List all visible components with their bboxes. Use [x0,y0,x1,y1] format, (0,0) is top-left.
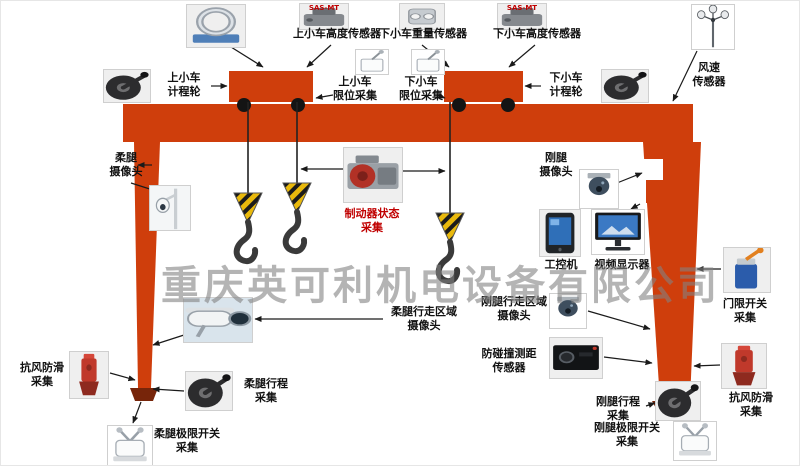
label-rigid-leg-limit-switch: 刚腿极限开关 采集 [594,421,660,449]
flexible-leg-camera-image [149,185,191,231]
limit-switch-icon [111,426,149,463]
weight-loadcell-image [399,3,445,30]
label-lower-trolley-limit: 下小车 限位采集 [399,75,443,103]
wheel-icon [602,70,648,102]
hook-block [283,183,311,251]
lower-trolley [444,71,523,102]
industrial-pc-image [539,209,581,257]
label-lower-trolley-height-sensor: 下小车高度传感器 [493,27,581,40]
travel-wheel-image-rigid [655,381,701,421]
label-industrial-pc: 工控机 [544,258,578,271]
door-limit-icon [733,248,766,291]
label-wind-antislip-left: 抗风防滑 采集 [20,361,64,389]
label-door-limit: 门限开关 采集 [723,297,767,325]
brake-icon [347,155,399,190]
rail-clamp-image-left [69,351,109,399]
connector-arrows [109,44,721,424]
ring-sensor-icon [187,5,245,47]
door-limit-switch-image [723,247,771,293]
limit-switch-image-flexible-leg [107,425,153,465]
dome-camera-icon [587,173,611,196]
dome-camera-icon [557,296,579,317]
loadcell-icon [408,8,436,25]
cabin-detail [646,180,663,203]
industrial-pc-icon [545,212,575,254]
rigid-leg [643,142,701,401]
trolley-wheel [501,98,515,112]
rigid-leg-camera-image [579,169,619,209]
brake-image [343,147,403,203]
wheel-icon [186,372,232,410]
limit-switch-image-upper [355,49,389,75]
limit-switch-image-rigid-leg [673,421,717,461]
rail-clamp-icon [732,345,756,386]
label-flexible-leg-limit-switch: 柔腿极限开关 采集 [154,427,220,455]
flexible-leg-foot [130,388,158,401]
flexible-leg-area-camera-image [183,297,253,343]
video-display-image [591,209,645,255]
bullet-camera-icon [184,298,252,342]
label-rigid-leg-area-camera: 刚腿行走区域 摄像头 [481,295,547,323]
trolley-wheel [291,98,305,112]
travel-wheel-image-flexible [185,371,233,411]
label-rigid-leg-travel: 刚腿行程 采集 [596,395,640,423]
rigid-leg-area-camera-image [549,293,587,329]
encoder-model-text: SAS-MT [308,4,340,12]
hook-block [234,193,262,261]
label-wind-antislip-right: 抗风防滑 采集 [729,391,773,419]
distance-sensor-icon [552,344,600,372]
label-wind-sensor: 风速 传感器 [692,61,726,89]
label-brake-status: 制动器状态 采集 [344,207,400,235]
upper-trolley [229,71,313,102]
odometer-wheel-image-upper [103,69,151,103]
height-encoder-image-upper: SAS-MT [299,3,349,30]
rail-clamp-image-right [721,343,767,389]
hook-block [436,213,464,281]
label-lower-trolley-odometer: 下小车 计程轮 [549,71,583,99]
encoder-model-text: SAS-MT [506,4,538,12]
anemometer-icon [696,5,730,49]
label-video-display: 视频显示器 [594,258,650,271]
limit-switch-image-lower [411,49,445,75]
label-anti-collision-sensor: 防碰撞测距 传感器 [481,347,537,375]
limit-switch-icon [415,50,441,73]
trolley-wheel [452,98,466,112]
label-upper-trolley-odometer: 上小车 计程轮 [167,71,201,99]
anti-collision-sensor-image [549,337,603,379]
wheel-icon [656,382,700,420]
label-upper-trolley-height-sensor: 上小车高度传感器 [293,27,381,40]
limit-switch-icon [359,50,385,73]
rail-clamp-icon [79,353,99,396]
label-flexible-leg-travel: 柔腿行程 采集 [244,377,288,405]
label-flexible-leg-camera: 柔腿 摄像头 [109,151,143,179]
gantry-crane [123,71,701,414]
crane-beam [123,104,693,142]
weight-ring-sensor-image [186,4,246,48]
wheel-icon [104,70,150,102]
limit-switch-icon [677,422,713,457]
label-flexible-leg-area-camera: 柔腿行走区域 摄像头 [391,305,457,333]
label-lower-trolley-weight-sensor: 下小车重量传感器 [379,27,467,40]
odometer-wheel-image-lower [601,69,649,103]
monitor-icon [595,212,641,251]
height-encoder-image-lower: SAS-MT [497,3,547,30]
label-rigid-leg-camera: 刚腿 摄像头 [539,151,573,179]
ptz-camera-icon [154,186,178,230]
anemometer-image [691,4,735,50]
trolley-wheel [237,98,251,112]
label-upper-trolley-limit: 上小车 限位采集 [333,75,377,103]
